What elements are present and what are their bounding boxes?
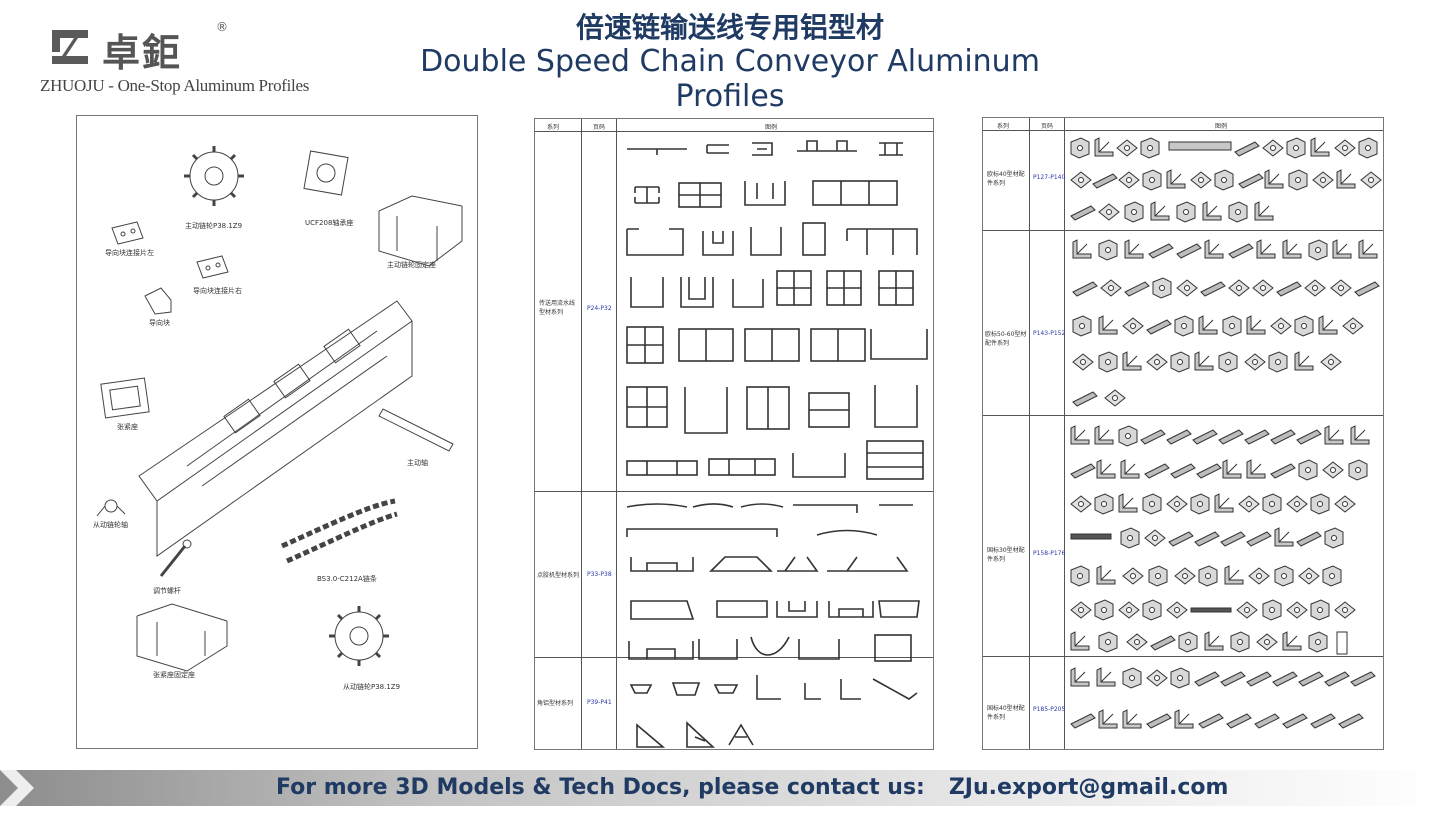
table-divider	[616, 119, 617, 749]
profiles-catalog-table: 系列 页码 图例 传送用流水线型材系列 P24-P32 点胶机型材系列 P33-…	[534, 118, 934, 750]
label-sprocket-holder: 主动链轮固定座	[387, 261, 436, 269]
table-divider	[535, 131, 933, 132]
registered-mark: ®	[216, 20, 228, 34]
label-drive-shaft: 主动轴	[407, 459, 428, 467]
header-pages: 页码	[1041, 123, 1054, 130]
company-logo: 卓鉅 ® ZHUOJU - One-Stop Aluminum Profiles	[40, 20, 350, 100]
label-bearing-seat: UCF208轴承座	[305, 219, 354, 227]
arrow-right-icon	[0, 770, 34, 806]
table-divider	[983, 415, 1383, 416]
label-guide-block: 导向块	[149, 319, 170, 327]
series-conveyor-profiles: 传送用流水线型材系列	[539, 300, 576, 316]
accessory-thumbnails	[1070, 137, 1382, 729]
accessories-catalog-table: 系列 页码 图例 欧标40型材配件系列 P127-P140 欧标50-60型材配…	[982, 117, 1384, 750]
contact-email-link[interactable]: ZJu.export@gmail.com	[948, 775, 1229, 800]
table-divider	[581, 119, 582, 749]
label-tension-seat: 张紧座	[117, 423, 138, 431]
label-driven-shaft: 从动链轮轴	[93, 521, 128, 529]
contact-text: For more 3D Models & Tech Docs, please c…	[276, 775, 925, 800]
header-pages: 页码	[593, 124, 606, 131]
page-title-en: Double Speed Chain Conveyor Aluminum Pro…	[420, 44, 1040, 114]
table-divider	[983, 230, 1383, 231]
series-eu40-accessories: 欧标40型材配件系列	[987, 171, 1025, 187]
table-divider	[535, 657, 933, 658]
label-guide-plate-left: 导向块连接片左	[105, 249, 154, 257]
brand-tagline: ZHUOJU - One-Stop Aluminum Profiles	[40, 76, 310, 95]
table-divider	[535, 491, 933, 492]
series-gb40-accessories: 国标40型材配件系列	[987, 705, 1025, 721]
header-legend: 图例	[1215, 123, 1228, 130]
page-title-cn: 倍速链输送线专用铝型材	[575, 11, 884, 44]
page-ref-eu50-60[interactable]: P143-P152	[1033, 330, 1066, 337]
table-divider	[983, 656, 1383, 657]
series-gb30-accessories: 国标30型材配件系列	[987, 547, 1025, 563]
label-guide-plate-right: 导向块连接片右	[193, 287, 242, 295]
brand-name-cn: 卓鉅	[102, 31, 183, 75]
series-angle-profiles: 角铝型材系列	[537, 700, 574, 707]
table-divider	[1029, 118, 1030, 749]
assembly-drawing-panel: 主动链轮P38.1Z9 UCF208轴承座 导向块连接片左 主动链轮固定座 导向…	[76, 115, 478, 749]
header-legend: 图例	[765, 124, 778, 131]
header-series: 系列	[547, 124, 560, 131]
table-divider	[1064, 118, 1065, 749]
series-eu50-60-accessories: 欧标50-60型材配件系列	[985, 331, 1027, 347]
page-ref-gb30[interactable]: P158-P176	[1033, 550, 1066, 557]
conveyor-assembly-illustration	[96, 146, 463, 672]
zhuoju-logo-icon	[52, 30, 88, 64]
page-ref-angle[interactable]: P39-P41	[587, 699, 612, 706]
table-divider	[983, 130, 1383, 131]
footer-bar	[0, 770, 1445, 806]
series-dispenser-profiles: 点胶机型材系列	[537, 572, 580, 579]
page-ref-conveyor[interactable]: P24-P32	[587, 305, 612, 312]
page-ref-dispenser[interactable]: P33-P38	[587, 571, 612, 578]
label-adjusting-screw: 调节螺杆	[153, 587, 181, 595]
label-tension-fixing-seat: 张紧座固定座	[153, 671, 195, 679]
page-ref-gb40[interactable]: P185-P205	[1033, 706, 1066, 713]
page-ref-eu40[interactable]: P127-P140	[1033, 174, 1066, 181]
contact-line: For more 3D Models & Tech Docs, please c…	[276, 775, 1228, 800]
label-driven-sprocket: 从动链轮P38.1Z9	[343, 683, 401, 691]
label-drive-sprocket: 主动链轮P38.1Z9	[185, 222, 243, 230]
header-series: 系列	[997, 123, 1010, 130]
profile-cross-sections	[626, 140, 928, 748]
label-chain: BS3.0-C212A链条	[317, 575, 377, 583]
